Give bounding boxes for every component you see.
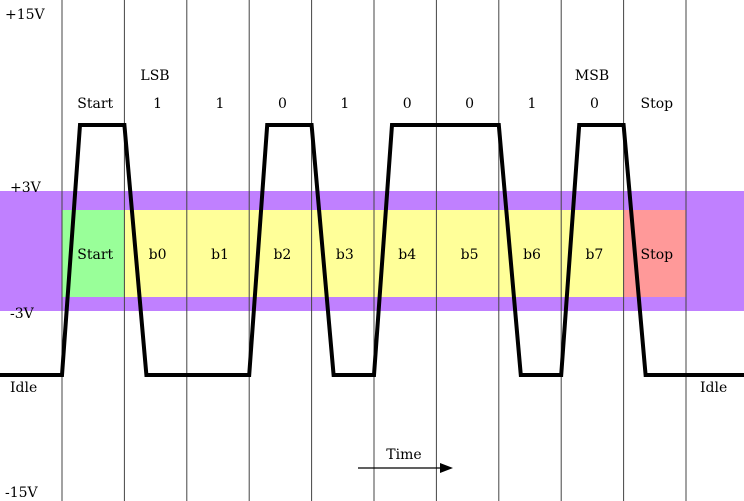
bit-value-label: 1	[528, 96, 537, 112]
bit-cell-b5	[436, 210, 499, 297]
bit-name-label: b0	[149, 247, 167, 263]
voltage-label-plus3: +3V	[10, 180, 42, 196]
lsb-label: LSB	[140, 68, 169, 84]
bit-value-label: Stop	[640, 96, 673, 112]
msb-label: MSB	[575, 68, 609, 84]
bit-value-label: 0	[465, 96, 474, 112]
bit-name-label: b5	[461, 247, 479, 263]
voltage-label-minus15: -15V	[5, 485, 39, 501]
bit-name-label: b2	[273, 247, 291, 263]
bit-name-label: b1	[211, 247, 229, 263]
voltage-label-minus3: -3V	[10, 306, 35, 322]
bit-value-label: 0	[403, 96, 412, 112]
bit-name-label: b6	[523, 247, 541, 263]
bit-value-label: 1	[340, 96, 349, 112]
bit-cell-b1	[186, 210, 250, 297]
idle-label-right: Idle	[700, 380, 727, 396]
bit-name-label: b3	[336, 247, 354, 263]
time-arrow-icon	[440, 463, 453, 473]
signal-waveform	[0, 123, 744, 377]
time-label: Time	[386, 447, 421, 463]
bit-value-label: 0	[590, 96, 599, 112]
bit-name-label: b7	[585, 247, 603, 263]
bit-name-label: b4	[398, 247, 416, 263]
bit-value-label: Start	[77, 96, 113, 112]
bit-name-label: Start	[77, 247, 113, 263]
bit-value-label: 1	[153, 96, 162, 112]
bit-name-label: Stop	[640, 247, 673, 263]
bit-value-label: 1	[216, 96, 225, 112]
voltage-label-plus15: +15V	[5, 7, 46, 23]
bit-value-label: 0	[278, 96, 287, 112]
idle-label-left: Idle	[10, 380, 37, 396]
